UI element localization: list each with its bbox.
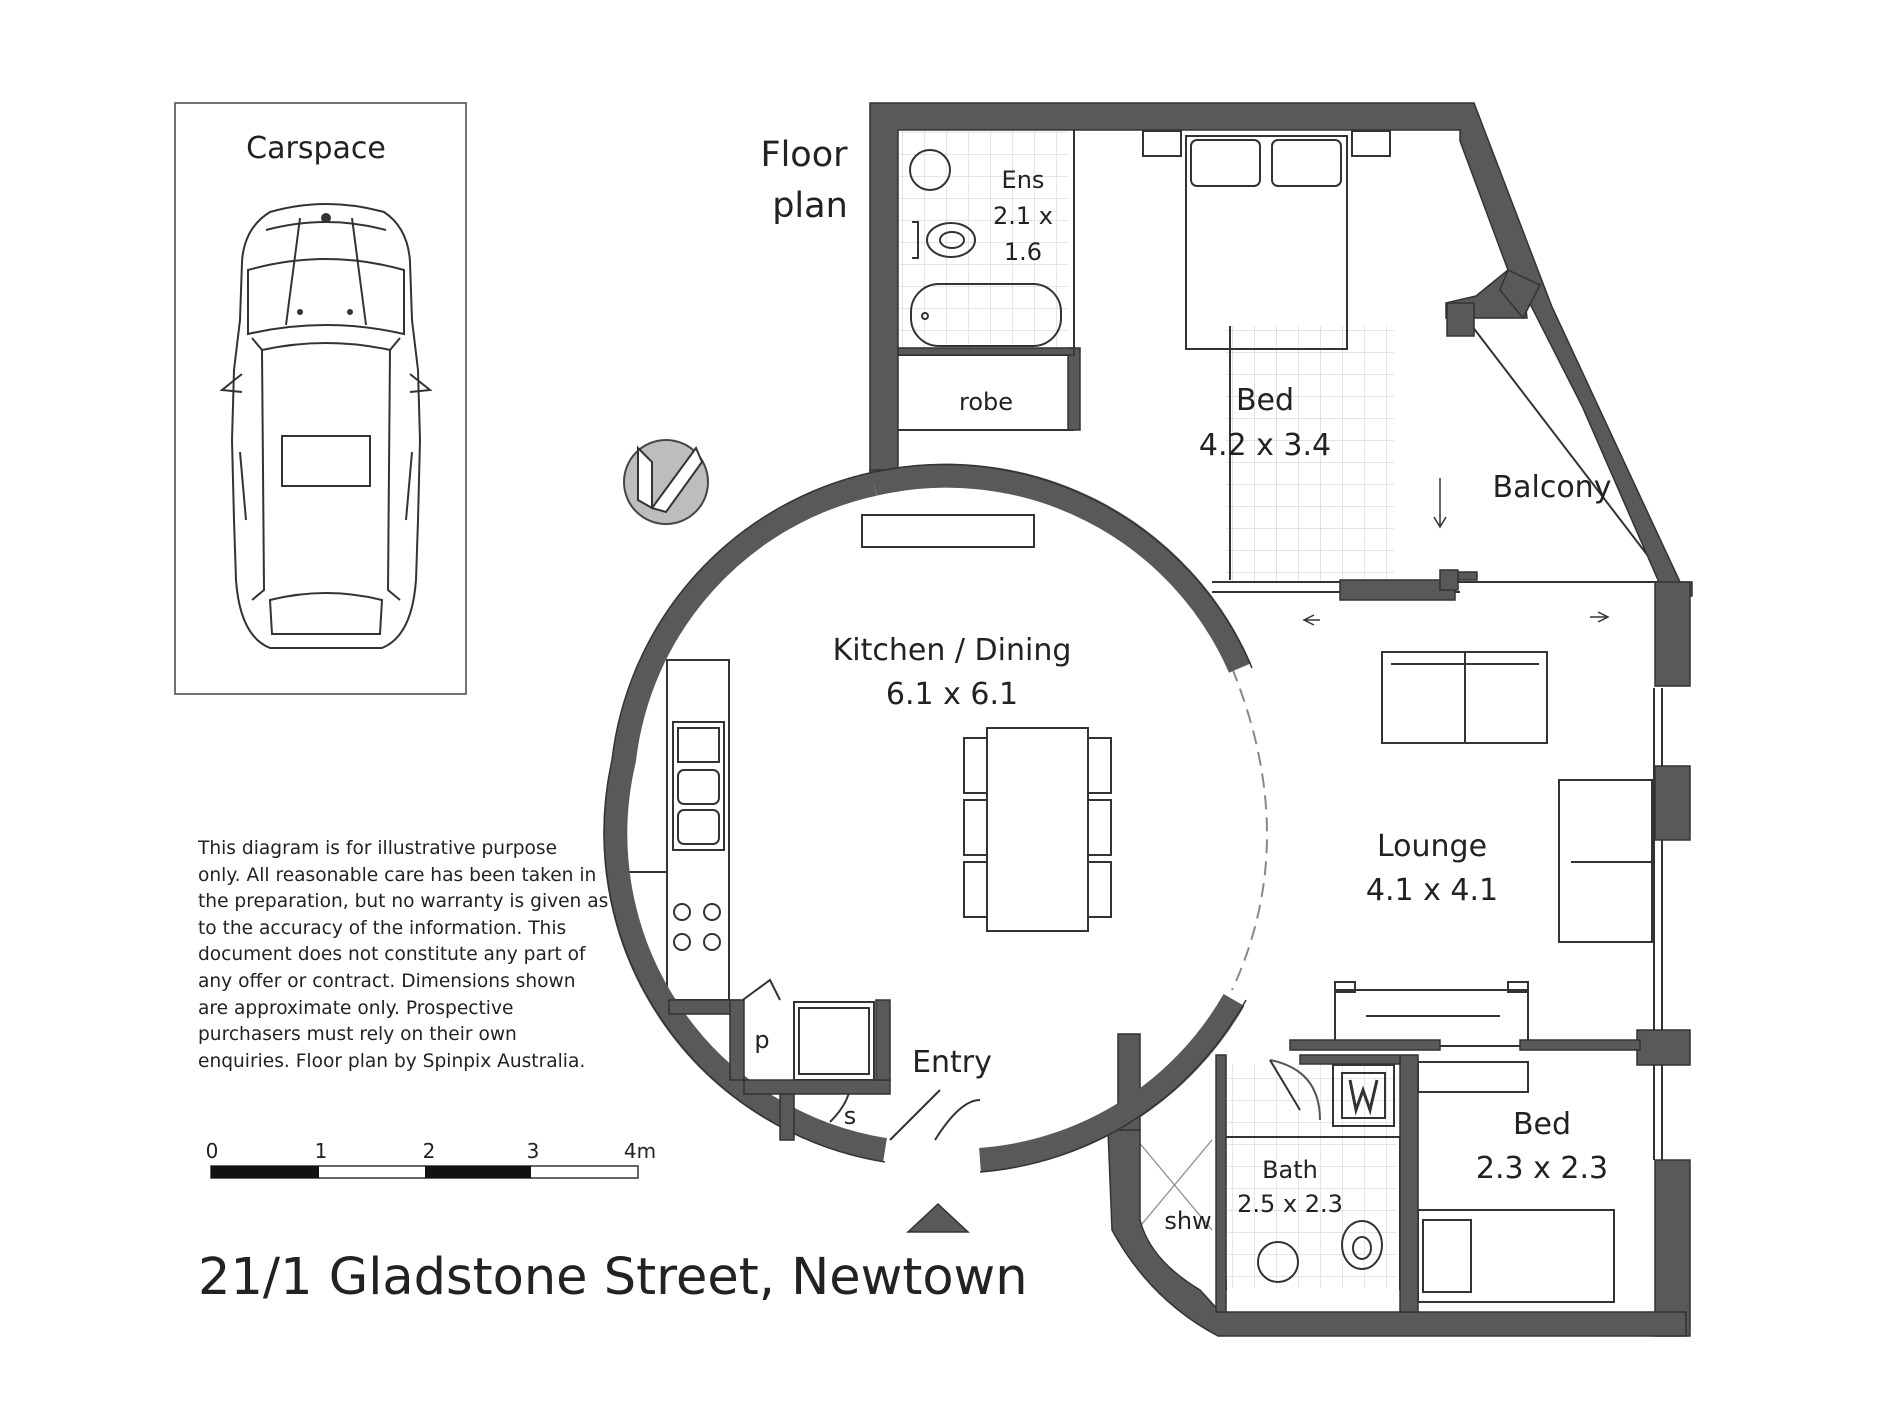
carspace-title: Carspace [246, 131, 386, 166]
ensuite-dim2: 1.6 [1004, 238, 1042, 266]
bed2-dims: 2.3 x 2.3 [1476, 1151, 1608, 1186]
scale-tick-2: 2 [423, 1139, 436, 1163]
carspace: Carspace [174, 102, 467, 695]
toilet-icon [926, 222, 976, 258]
disclaimer-line: to the accuracy of the information. This [198, 917, 567, 939]
bed2-icon [1417, 1209, 1615, 1303]
kitchen-dims: 6.1 x 6.1 [886, 677, 1018, 712]
property-address: 21/1 Gladstone Street, Newtown [198, 1248, 1028, 1307]
shower-name: shw [1164, 1207, 1211, 1235]
lounge-dims: 4.1 x 4.1 [1366, 873, 1498, 908]
ensuite-name: Ens [1002, 166, 1045, 194]
floor-plan-title-line1: Floor [760, 135, 848, 175]
ensuite-floor [900, 131, 1068, 348]
entry-arrow-icon [906, 1202, 970, 1233]
scale-bar: 0 1 2 3 4m [206, 1139, 656, 1179]
robe-name: robe [959, 388, 1013, 416]
bed-main-dims: 4.2 x 3.4 [1199, 428, 1331, 463]
floor-plan-title-line2: plan [772, 186, 848, 226]
bed-main-icon [1185, 135, 1348, 350]
disclaimer-line: enquiries. Floor plan by Spinpix Austral… [198, 1050, 586, 1072]
bath-floor [1227, 1064, 1397, 1288]
store-name: s [844, 1102, 857, 1130]
dining-table-icon [986, 727, 1089, 932]
lounge-name: Lounge [1377, 829, 1487, 864]
disclaimer-line: This diagram is for illustrative purpose [198, 838, 558, 859]
basin-icon [909, 149, 951, 191]
disclaimer-line: document does not constitute any part of [198, 944, 586, 966]
kitchen-name: Kitchen / Dining [833, 633, 1072, 668]
disclaimer-line: the preparation, but no warranty is give… [198, 891, 609, 913]
disclaimer-line: purchasers must rely on their own [198, 1024, 517, 1046]
bath-dims: 2.5 x 2.3 [1237, 1190, 1343, 1218]
entry-name: Entry [912, 1045, 992, 1080]
pantry-name: p [754, 1026, 769, 1054]
basin-icon-2 [1257, 1241, 1299, 1283]
toilet-icon-2 [1341, 1220, 1383, 1270]
furniture [625, 130, 1653, 1303]
bed2-name: Bed [1513, 1107, 1571, 1142]
car-topview-icon [219, 203, 433, 649]
ensuite-dim1: 2.1 x [993, 202, 1053, 230]
fridge-icon [793, 1001, 875, 1081]
scale-tick-4: 4m [624, 1139, 656, 1163]
north-compass-icon [623, 439, 709, 525]
bath-name: Bath [1262, 1156, 1318, 1184]
disclaimer: This diagram is for illustrative purpose… [198, 836, 613, 1075]
bed-main-name: Bed [1236, 383, 1294, 418]
disclaimer-line: are approximate only. Prospective [198, 997, 514, 1019]
disclaimer-line: only. All reasonable care has been taken… [198, 864, 597, 886]
washer-icon [1332, 1064, 1395, 1127]
scale-tick-1: 1 [315, 1139, 328, 1163]
walls [869, 102, 1693, 1337]
disclaimer-line: any offer or contract. Dimensions shown [198, 970, 576, 992]
scale-tick-0: 0 [206, 1139, 219, 1163]
room-labels: Ens 2.1 x 1.6 robe Bed 4.2 x 3.4 Balcony… [754, 166, 1611, 1235]
scale-tick-3: 3 [527, 1139, 540, 1163]
balcony-name: Balcony [1493, 470, 1612, 505]
bathtub-icon [910, 283, 1062, 347]
